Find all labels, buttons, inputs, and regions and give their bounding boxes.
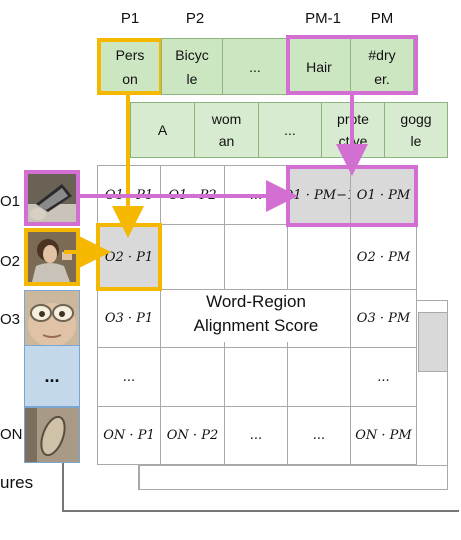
score-cell: ... xyxy=(287,406,351,465)
word-token: wom an xyxy=(194,102,259,158)
grid-layer-back-1-gray xyxy=(418,312,448,372)
score-cell: O2 · PM xyxy=(350,224,417,290)
score-cell xyxy=(160,224,225,290)
region-label: O2 xyxy=(0,253,21,270)
phrase-header-pm-1: PM-1 xyxy=(305,10,341,27)
score-cell: O3 · PM xyxy=(350,289,417,348)
score-cell: O3 · P1 xyxy=(97,289,161,348)
phrase-highlight-purple xyxy=(286,35,418,95)
score-cell xyxy=(287,347,351,407)
alignment-score-label: Word-Region Alignment Score xyxy=(180,290,332,342)
region-ellipsis-box: ... xyxy=(24,345,80,407)
score-cell xyxy=(160,347,225,407)
score-cell: ... xyxy=(97,347,161,407)
phrase-token: Bicyc le xyxy=(161,38,223,95)
phrase-token: #dry er. xyxy=(350,38,414,95)
score-cell: O1 · P1 xyxy=(97,165,161,225)
region-image-hairdryer xyxy=(24,170,80,226)
region-label: O1 xyxy=(0,193,21,210)
grid-layer-back-1-lines xyxy=(138,465,448,490)
region-label: ON xyxy=(0,426,23,443)
cell-highlight-orange xyxy=(96,223,162,291)
region-image-round-object xyxy=(24,407,80,463)
row-highlight-purple xyxy=(286,165,418,227)
phrase-token: Pers on xyxy=(97,38,163,95)
region-ellipsis: ... xyxy=(44,365,60,386)
region-image-woman xyxy=(24,228,80,286)
score-cell: ... xyxy=(224,165,288,225)
phrase-token: ... xyxy=(222,38,288,95)
features-label: ures xyxy=(0,473,34,492)
score-cell: O1 · P2 xyxy=(160,165,225,225)
phrase-header-p1: P1 xyxy=(120,10,140,27)
word-token: prote ctive xyxy=(321,102,385,158)
score-cell xyxy=(224,347,288,407)
phrase-header-p2: P2 xyxy=(185,10,205,27)
region-image-goggles xyxy=(24,290,80,346)
word-token: A xyxy=(130,102,195,158)
score-cell: ... xyxy=(224,406,288,465)
score-cell: ON · PM xyxy=(350,406,417,465)
word-token: ... xyxy=(258,102,322,158)
region-label: O3 xyxy=(0,311,21,328)
score-cell: ON · P1 xyxy=(97,406,161,465)
phrase-header-pm: PM xyxy=(370,10,394,27)
score-cell xyxy=(287,224,351,290)
word-token: gogg le xyxy=(384,102,448,158)
score-cell xyxy=(224,224,288,290)
score-cell: ON · P2 xyxy=(160,406,225,465)
score-cell: ... xyxy=(350,347,417,407)
